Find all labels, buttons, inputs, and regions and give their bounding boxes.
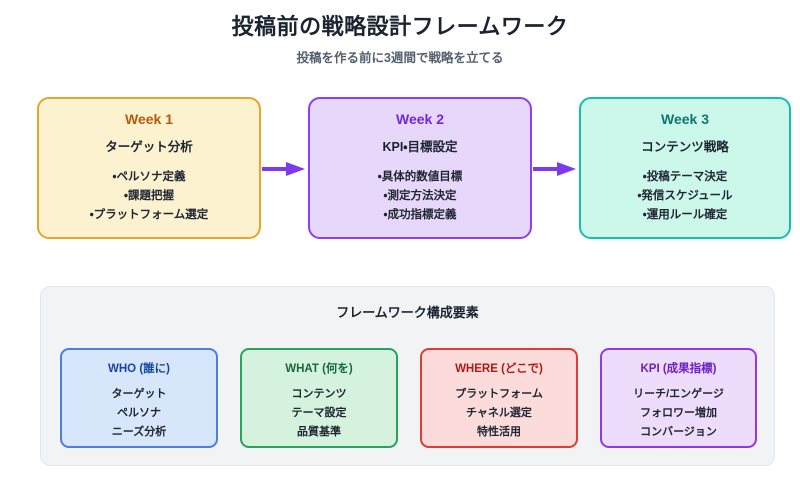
week-1-item-2: ・課題把握: [124, 190, 174, 202]
framework-card-where-title: WHERE (どこで): [455, 363, 543, 375]
framework-card-who-title: WHO (誰に): [108, 363, 170, 375]
arrow-shaft: [262, 167, 288, 171]
framework-card-kpi-title: KPI (成果指標): [640, 363, 717, 375]
framework-card-what-item-3: 品質基準: [297, 426, 341, 438]
week-1-label: Week 1: [125, 111, 173, 127]
diagram-header: 投稿前の戦略設計フレームワーク 投稿を作る前に3週間で戦略を立てる: [0, 12, 800, 66]
week-timeline-row: Week 1 ターゲット分析 ・ペルソナ定義 ・課題把握 ・プラットフォーム選定…: [37, 97, 791, 239]
framework-card-kpi-item-1: リーチ/エンゲージ: [633, 388, 724, 400]
week-1-item-1: ・ペルソナ定義: [112, 171, 186, 183]
week-2-item-1: ・具体的数値目標: [377, 171, 463, 183]
framework-card-kpi-item-2: フォロワー増加: [640, 407, 717, 419]
framework-card-where[interactable]: WHERE (どこで) プラットフォーム チャネル選定 特性活用: [420, 348, 578, 448]
arrow-right-icon-week2-to-week3: [533, 162, 581, 176]
week-3-item-1: ・投稿テーマ決定: [642, 171, 728, 183]
framework-card-who-item-1: ターゲット: [111, 388, 167, 400]
week-3-item-2: ・発信スケジュール: [637, 190, 733, 202]
arrow-shaft: [533, 167, 559, 171]
framework-card-kpi[interactable]: KPI (成果指標) リーチ/エンゲージ フォロワー増加 コンバージョン: [600, 348, 757, 448]
week-1-heading: ターゲット分析: [105, 140, 193, 154]
week-3-heading: コンテンツ戦略: [641, 140, 729, 154]
page-title: 投稿前の戦略設計フレームワーク: [231, 14, 569, 39]
framework-card-where-item-3: 特性活用: [477, 426, 521, 438]
week-2-item-2: ・測定方法決定: [383, 190, 457, 202]
framework-card-who-item-2: ペルソナ: [117, 407, 161, 419]
framework-panel-title: フレームワーク構成要素: [336, 305, 479, 320]
week-card-2[interactable]: Week 2 KPI・目標設定 ・具体的数値目標 ・測定方法決定 ・成功指標定義: [308, 97, 532, 239]
framework-card-what-item-1: コンテンツ: [291, 388, 347, 400]
framework-card-what-title: WHAT (何を): [285, 363, 353, 375]
page-subtitle: 投稿を作る前に3週間で戦略を立てる: [296, 51, 504, 65]
framework-card-where-item-1: プラットフォーム: [455, 388, 543, 400]
week-card-1[interactable]: Week 1 ターゲット分析 ・ペルソナ定義 ・課題把握 ・プラットフォーム選定: [37, 97, 261, 239]
framework-card-who-item-3: ニーズ分析: [111, 426, 167, 438]
arrow-head: [286, 162, 305, 176]
week-2-label: Week 2: [396, 111, 444, 127]
arrow-right-icon-week1-to-week2: [262, 162, 310, 176]
framework-card-what-item-2: テーマ設定: [291, 407, 347, 419]
framework-card-what[interactable]: WHAT (何を) コンテンツ テーマ設定 品質基準: [240, 348, 398, 448]
week-1-item-3: ・プラットフォーム選定: [89, 209, 209, 221]
week-3-label: Week 3: [661, 111, 709, 127]
arrow-head: [557, 162, 576, 176]
framework-card-who[interactable]: WHO (誰に) ターゲット ペルソナ ニーズ分析: [60, 348, 218, 448]
week-3-item-3: ・運用ルール確定: [642, 209, 728, 221]
framework-element-row: WHO (誰に) ターゲット ペルソナ ニーズ分析 WHAT (何を) コンテン…: [60, 348, 757, 448]
week-2-item-3: ・成功指標定義: [383, 209, 457, 221]
week-2-heading: KPI・目標設定: [382, 140, 458, 154]
framework-card-kpi-item-3: コンバージョン: [640, 426, 717, 438]
framework-card-where-item-2: チャネル選定: [466, 407, 532, 419]
framework-panel: フレームワーク構成要素 WHO (誰に) ターゲット ペルソナ ニーズ分析 WH…: [40, 286, 775, 466]
week-card-3[interactable]: Week 3 コンテンツ戦略 ・投稿テーマ決定 ・発信スケジュール ・運用ルール…: [579, 97, 791, 239]
